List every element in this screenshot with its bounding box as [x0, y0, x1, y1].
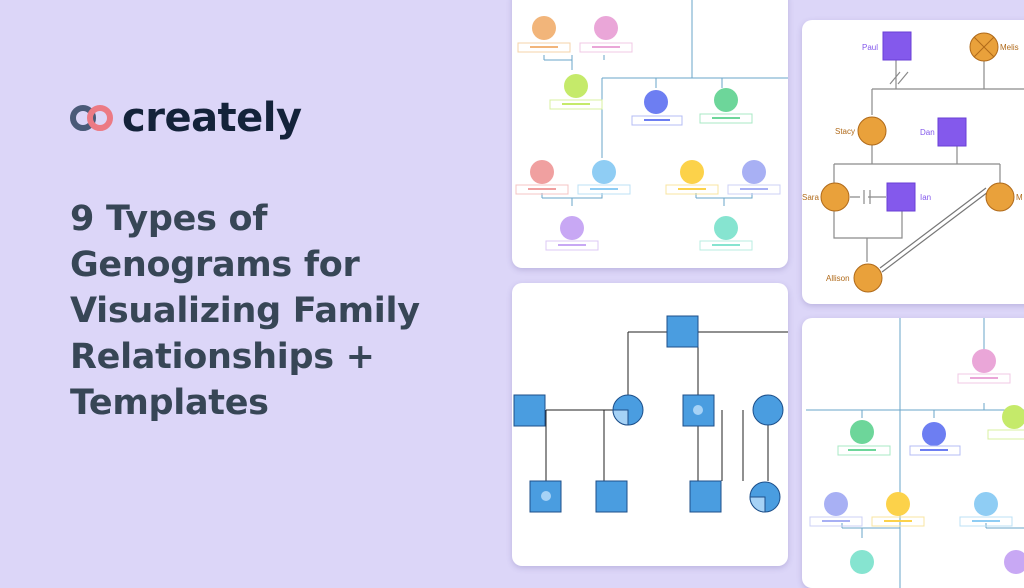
label-m: M — [1016, 193, 1023, 202]
labeled-genogram-diagram: Paul Melis Stacy Dan Sara Ian M Allison — [802, 31, 1024, 293]
template-card-blue-genogram[interactable] — [512, 283, 788, 566]
template-card-labeled-genogram[interactable]: Paul Melis Stacy Dan Sara Ian M Allison — [802, 20, 1024, 304]
page-title: 9 Types of Genograms for Visualizing Fam… — [70, 199, 420, 423]
logo-wordmark: creately — [122, 95, 302, 141]
nodes — [515, 16, 781, 251]
creately-logo-icon — [70, 105, 113, 131]
creately-logo[interactable]: creately — [70, 95, 302, 141]
template-card-colorful-genogram[interactable] — [512, 0, 788, 268]
colorful-genogram-diagram — [515, 0, 788, 251]
label-stacy: Stacy — [835, 127, 855, 136]
label-allison: Allison — [826, 274, 850, 283]
label-melissa: Melis — [1000, 43, 1019, 52]
blue-genogram-diagram — [513, 315, 788, 513]
colorful-genogram-diagram-2 — [806, 318, 1024, 588]
label-ian: Ian — [920, 193, 931, 202]
template-card-colorful-genogram-2[interactable] — [802, 318, 1024, 588]
label-sara: Sara — [802, 193, 819, 202]
label-paul: Paul — [862, 43, 878, 52]
label-dan: Dan — [920, 128, 935, 137]
